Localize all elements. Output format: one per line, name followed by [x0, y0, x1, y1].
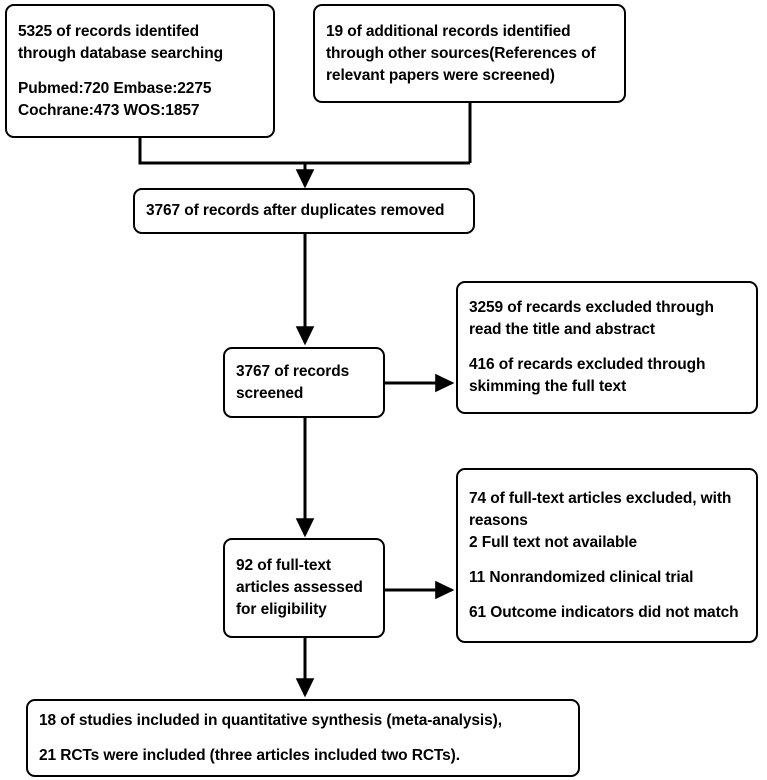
node-line: 3767 of records	[236, 362, 350, 380]
node-line: 416 of recards excluded through	[469, 356, 706, 373]
node-line: 74 of full-text articles excluded, with	[469, 489, 732, 507]
node-fulltext-excluded: 74 of full-text articles excluded, with …	[456, 468, 758, 643]
node-line: skimming the full text	[469, 378, 627, 395]
node-line: reasons	[469, 511, 528, 529]
node-line: 11 Nonrandomized clinical trial	[469, 568, 694, 586]
node-line: through database searching	[18, 44, 223, 62]
node-line: 61 Outcome indicators did not match	[469, 603, 739, 621]
node-line-gap	[469, 341, 745, 354]
node-line-gap	[39, 732, 567, 745]
node-line: through other sources(References of	[326, 44, 596, 62]
node-line: 19 of additional records identified	[326, 22, 571, 40]
node-line-gap	[18, 65, 262, 78]
node-line: 2 Full text not available	[469, 533, 638, 551]
connector-database-to-merge	[138, 138, 470, 165]
node-line: articles assessed	[236, 579, 363, 596]
node-line: 18 of studies included in quantitative s…	[39, 711, 502, 729]
node-duplicates-removed: 3767 of records after duplicates removed	[133, 188, 475, 234]
node-line-gap	[469, 554, 745, 567]
node-fulltext-assessed: 92 of full-text articles assessed for el…	[223, 538, 385, 638]
node-line: screened	[236, 384, 304, 402]
node-line: 3767 of records after duplicates removed	[146, 202, 445, 219]
node-line: 21 RCTs were included (three articles in…	[39, 746, 460, 764]
node-line: 3259 of recards excluded through	[469, 299, 714, 316]
node-records-other-sources: 19 of additional records identified thro…	[313, 4, 626, 103]
node-line: 92 of full-text	[236, 557, 331, 574]
node-records-screened: 3767 of records screened	[223, 347, 385, 418]
node-line: Pubmed:720 Embase:2275	[18, 79, 212, 97]
node-line-gap	[469, 589, 745, 602]
node-line: 5325 of records identifed	[18, 22, 199, 40]
node-line: read the title and abstract	[469, 321, 655, 338]
node-line: relevant papers were screened)	[326, 66, 555, 84]
node-studies-included: 18 of studies included in quantitative s…	[26, 699, 580, 777]
node-records-excluded: 3259 of recards excluded through read th…	[456, 281, 758, 414]
node-records-database-search: 5325 of records identifed through databa…	[5, 4, 275, 138]
node-line: Cochrane:473 WOS:1857	[18, 101, 200, 119]
node-line: for eligibility	[236, 601, 327, 618]
